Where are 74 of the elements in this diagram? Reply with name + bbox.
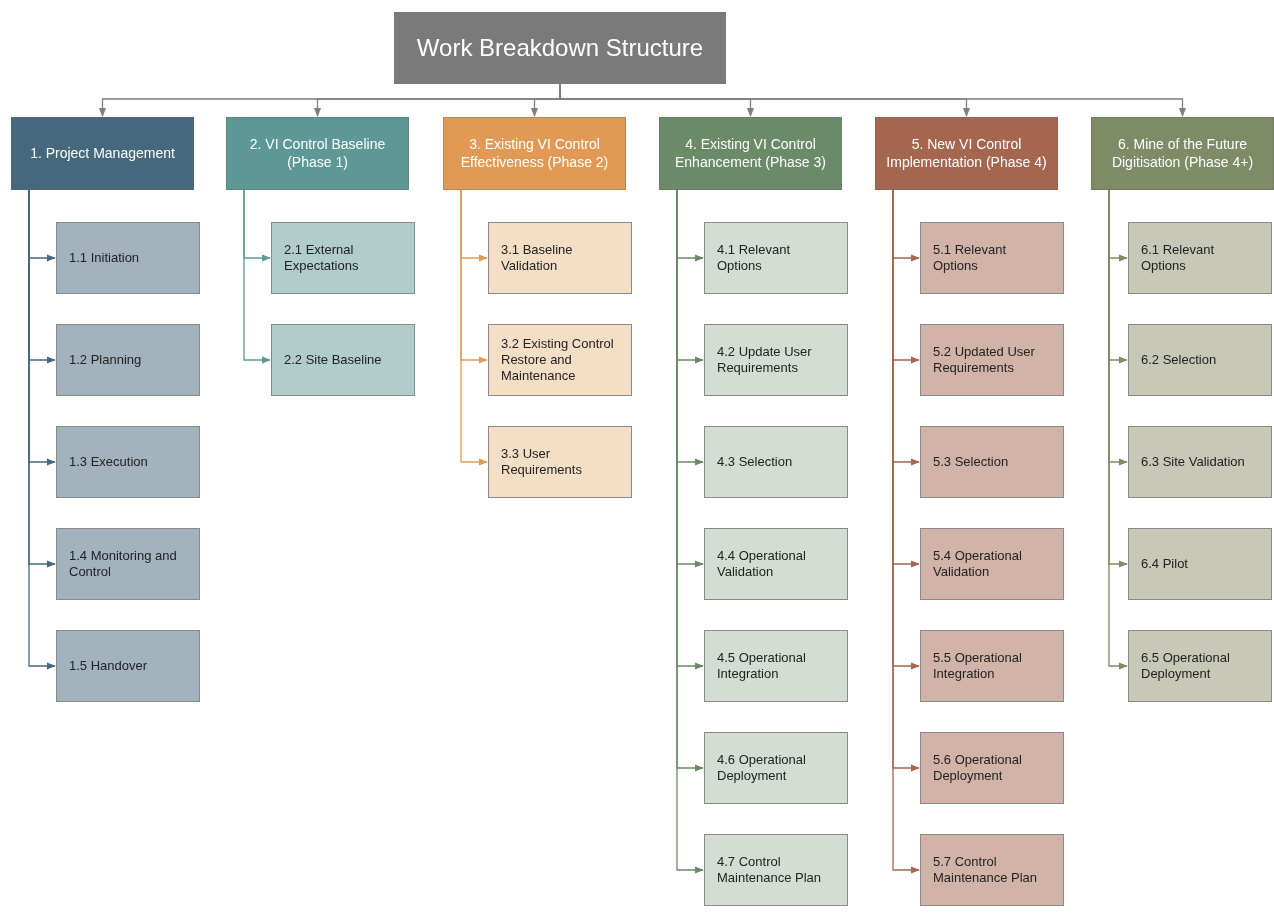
phase-box bbox=[226, 117, 409, 190]
box-label: 4.2 Update User Requirements bbox=[717, 343, 813, 377]
task-box bbox=[704, 528, 848, 600]
phase-box bbox=[659, 117, 842, 190]
box-label: 3.2 Existing Control Restore and Maintenance bbox=[501, 335, 615, 385]
box-label: 5. New VI Control Implementation (Phase 4) bbox=[885, 136, 1048, 171]
connector-arrow bbox=[243, 189, 271, 364]
task-box bbox=[56, 222, 200, 294]
task-box bbox=[56, 324, 200, 396]
task-box bbox=[704, 630, 848, 702]
box-label: 6.4 Pilot bbox=[1141, 555, 1189, 573]
box-label: 5.6 Operational Deployment bbox=[933, 751, 1023, 785]
task-box bbox=[56, 426, 200, 498]
box-label: 6. Mine of the Future Digitisation (Phase 4+) bbox=[1110, 136, 1255, 171]
task-box bbox=[920, 528, 1064, 600]
box-label: 1. Project Management bbox=[29, 144, 176, 163]
box-label: 5.3 Selection bbox=[933, 453, 1010, 471]
box-label: 6.3 Site Validation bbox=[1141, 453, 1246, 471]
box-label: 4.3 Selection bbox=[717, 453, 794, 471]
box-label: 4.5 Operational Integration bbox=[717, 649, 807, 683]
task-box bbox=[271, 324, 415, 396]
box-label: 6.5 Operational Deployment bbox=[1141, 649, 1231, 683]
task-box bbox=[488, 324, 632, 396]
task-box bbox=[1128, 426, 1272, 498]
task-box bbox=[704, 324, 848, 396]
phase-box bbox=[875, 117, 1058, 190]
box-label: 4.7 Control Maintenance Plan bbox=[717, 853, 823, 887]
task-box bbox=[704, 426, 848, 498]
task-box bbox=[1128, 528, 1272, 600]
box-label: 5.1 Relevant Options bbox=[933, 241, 1007, 275]
box-label: 4. Existing VI Control Enhancement (Phase 3) bbox=[674, 136, 827, 171]
task-box bbox=[488, 426, 632, 498]
phase-box bbox=[443, 117, 626, 190]
box-label: 1.4 Monitoring and Control bbox=[69, 547, 178, 581]
title-label: Work Breakdown Structure bbox=[415, 33, 705, 63]
box-label: 5.7 Control Maintenance Plan bbox=[933, 853, 1039, 887]
phase-box bbox=[11, 117, 194, 190]
box-label: 2.1 External Expectations bbox=[284, 241, 360, 275]
box-label: 4.1 Relevant Options bbox=[717, 241, 791, 275]
task-box bbox=[1128, 630, 1272, 702]
box-label: 6.2 Selection bbox=[1141, 351, 1218, 369]
task-box bbox=[1128, 324, 1272, 396]
task-box bbox=[920, 324, 1064, 396]
box-label: 5.4 Operational Validation bbox=[933, 547, 1023, 581]
task-box bbox=[56, 528, 200, 600]
task-box bbox=[920, 222, 1064, 294]
box-label: 1.5 Handover bbox=[69, 657, 149, 675]
task-box bbox=[488, 222, 632, 294]
box-label: 5.2 Updated User Requirements bbox=[933, 343, 1036, 377]
task-box bbox=[920, 630, 1064, 702]
box-label: 2.2 Site Baseline bbox=[284, 351, 383, 369]
title-box bbox=[394, 12, 726, 84]
box-label: 1.2 Planning bbox=[69, 351, 143, 369]
box-label: 5.5 Operational Integration bbox=[933, 649, 1023, 683]
box-label: 4.4 Operational Validation bbox=[717, 547, 807, 581]
task-box bbox=[920, 834, 1064, 906]
connector-arrow bbox=[460, 189, 488, 466]
task-box bbox=[920, 732, 1064, 804]
task-box bbox=[56, 630, 200, 702]
task-box bbox=[920, 426, 1064, 498]
task-box bbox=[704, 834, 848, 906]
task-box bbox=[704, 732, 848, 804]
task-box bbox=[1128, 222, 1272, 294]
task-box bbox=[271, 222, 415, 294]
box-label: 4.6 Operational Deployment bbox=[717, 751, 807, 785]
phase-box bbox=[1091, 117, 1274, 190]
box-label: 1.3 Execution bbox=[69, 453, 149, 471]
box-label: 6.1 Relevant Options bbox=[1141, 241, 1215, 275]
box-label: 3.3 User Requirements bbox=[501, 445, 583, 479]
box-label: 2. VI Control Baseline (Phase 1) bbox=[248, 136, 387, 171]
box-label: 1.1 Initiation bbox=[69, 249, 141, 267]
box-label: 3. Existing VI Control Effectiveness (Phase 2) bbox=[459, 136, 610, 171]
box-label: 3.1 Baseline Validation bbox=[501, 241, 574, 275]
task-box bbox=[704, 222, 848, 294]
